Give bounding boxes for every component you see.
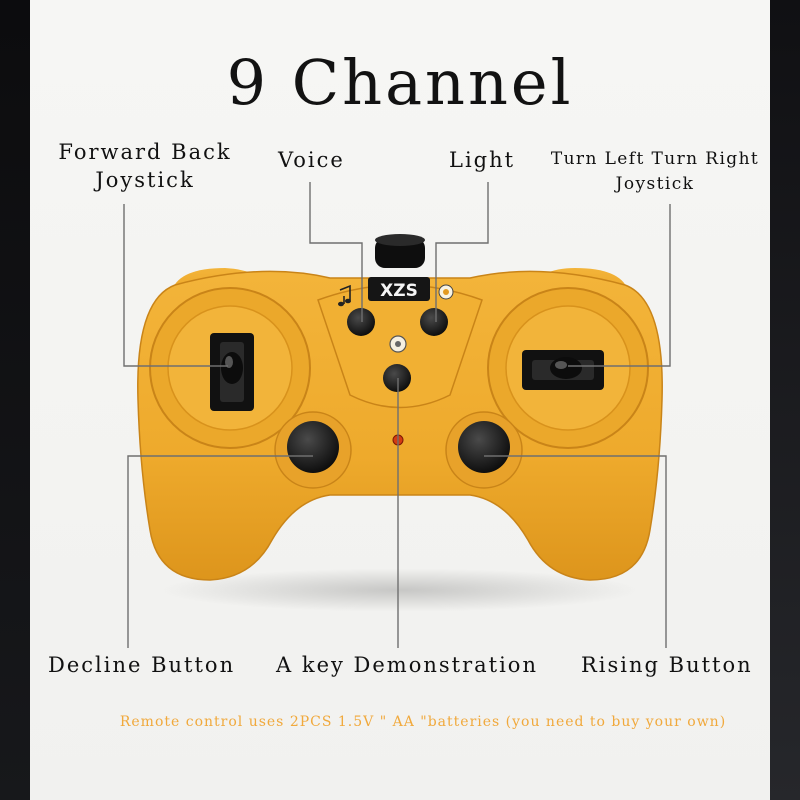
- voice-button[interactable]: [347, 308, 375, 336]
- battery-note: Remote control uses 2PCS 1.5V " AA "batt…: [119, 714, 727, 730]
- turn-label-line1: Turn Left Turn Right: [550, 149, 760, 169]
- forward-back-leader-line: [123, 204, 228, 367]
- brand-logo: XZS: [368, 277, 430, 301]
- light-leader-line: [435, 182, 489, 322]
- left-dark-border: [0, 0, 30, 800]
- forward-back-label-line1: Forward Back: [58, 140, 232, 164]
- sun-icon: [438, 284, 454, 300]
- gear-icon: [389, 335, 407, 353]
- turn-label-line2: Joystick: [615, 174, 695, 194]
- decline-button[interactable]: [274, 411, 352, 489]
- left-joystick[interactable]: [149, 287, 311, 449]
- voice-leader-line: [309, 182, 363, 322]
- brand-logo-text: XZS: [380, 281, 418, 301]
- floor-shadow: [160, 568, 640, 612]
- turn-joystick-label: Turn Left Turn Right Joystick: [540, 147, 770, 197]
- forward-back-joystick-label: Forward Back Joystick: [50, 138, 240, 194]
- light-button[interactable]: [420, 308, 448, 336]
- decline-leader-line: [127, 455, 313, 648]
- callout-lines: [123, 182, 671, 648]
- page-title: 9 Channel: [226, 46, 574, 119]
- demo-button-label: A key Demonstration: [276, 653, 538, 677]
- voice-label: Voice: [278, 148, 345, 172]
- rising-button[interactable]: [445, 411, 523, 489]
- rising-button-label: Rising Button: [581, 653, 753, 677]
- right-dark-border: [770, 0, 800, 800]
- forward-back-label-line2: Joystick: [95, 168, 195, 192]
- decline-button-label: Decline Button: [48, 653, 236, 677]
- music-note-icon: [338, 284, 351, 307]
- demo-button[interactable]: [383, 364, 411, 392]
- right-joystick[interactable]: [487, 287, 649, 449]
- antenna-knob: [375, 234, 425, 268]
- light-label: Light: [449, 148, 516, 172]
- rising-leader-line: [484, 455, 667, 648]
- turn-leader-line: [568, 204, 671, 367]
